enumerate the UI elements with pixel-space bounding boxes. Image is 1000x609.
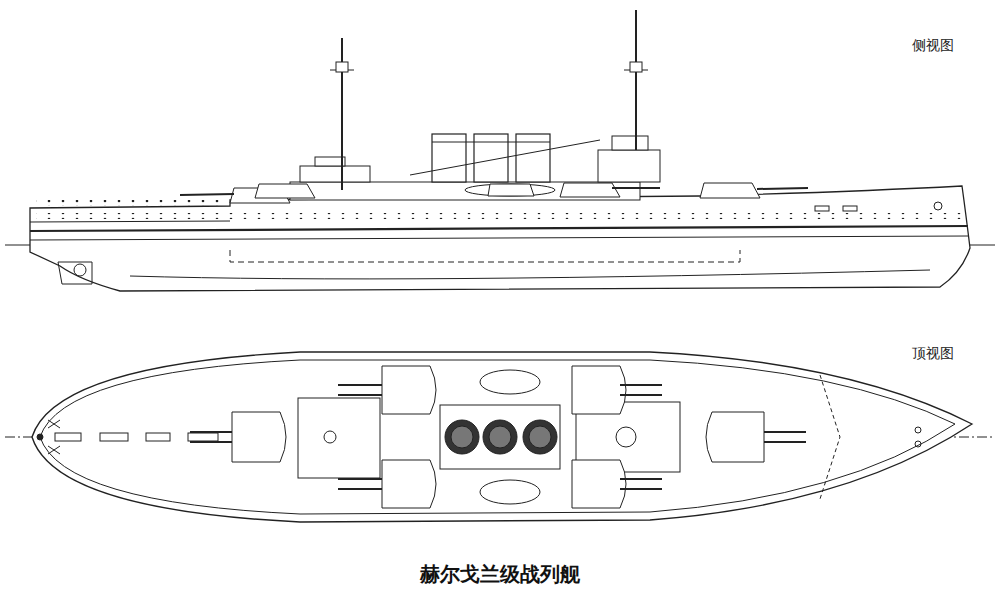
side-view (5, 10, 995, 291)
caption-text: 赫尔戈兰级战列舰 (420, 562, 580, 586)
view-label: 顶视图 (912, 345, 954, 362)
view-label: 侧视图 (912, 37, 954, 54)
top-view (5, 352, 995, 522)
